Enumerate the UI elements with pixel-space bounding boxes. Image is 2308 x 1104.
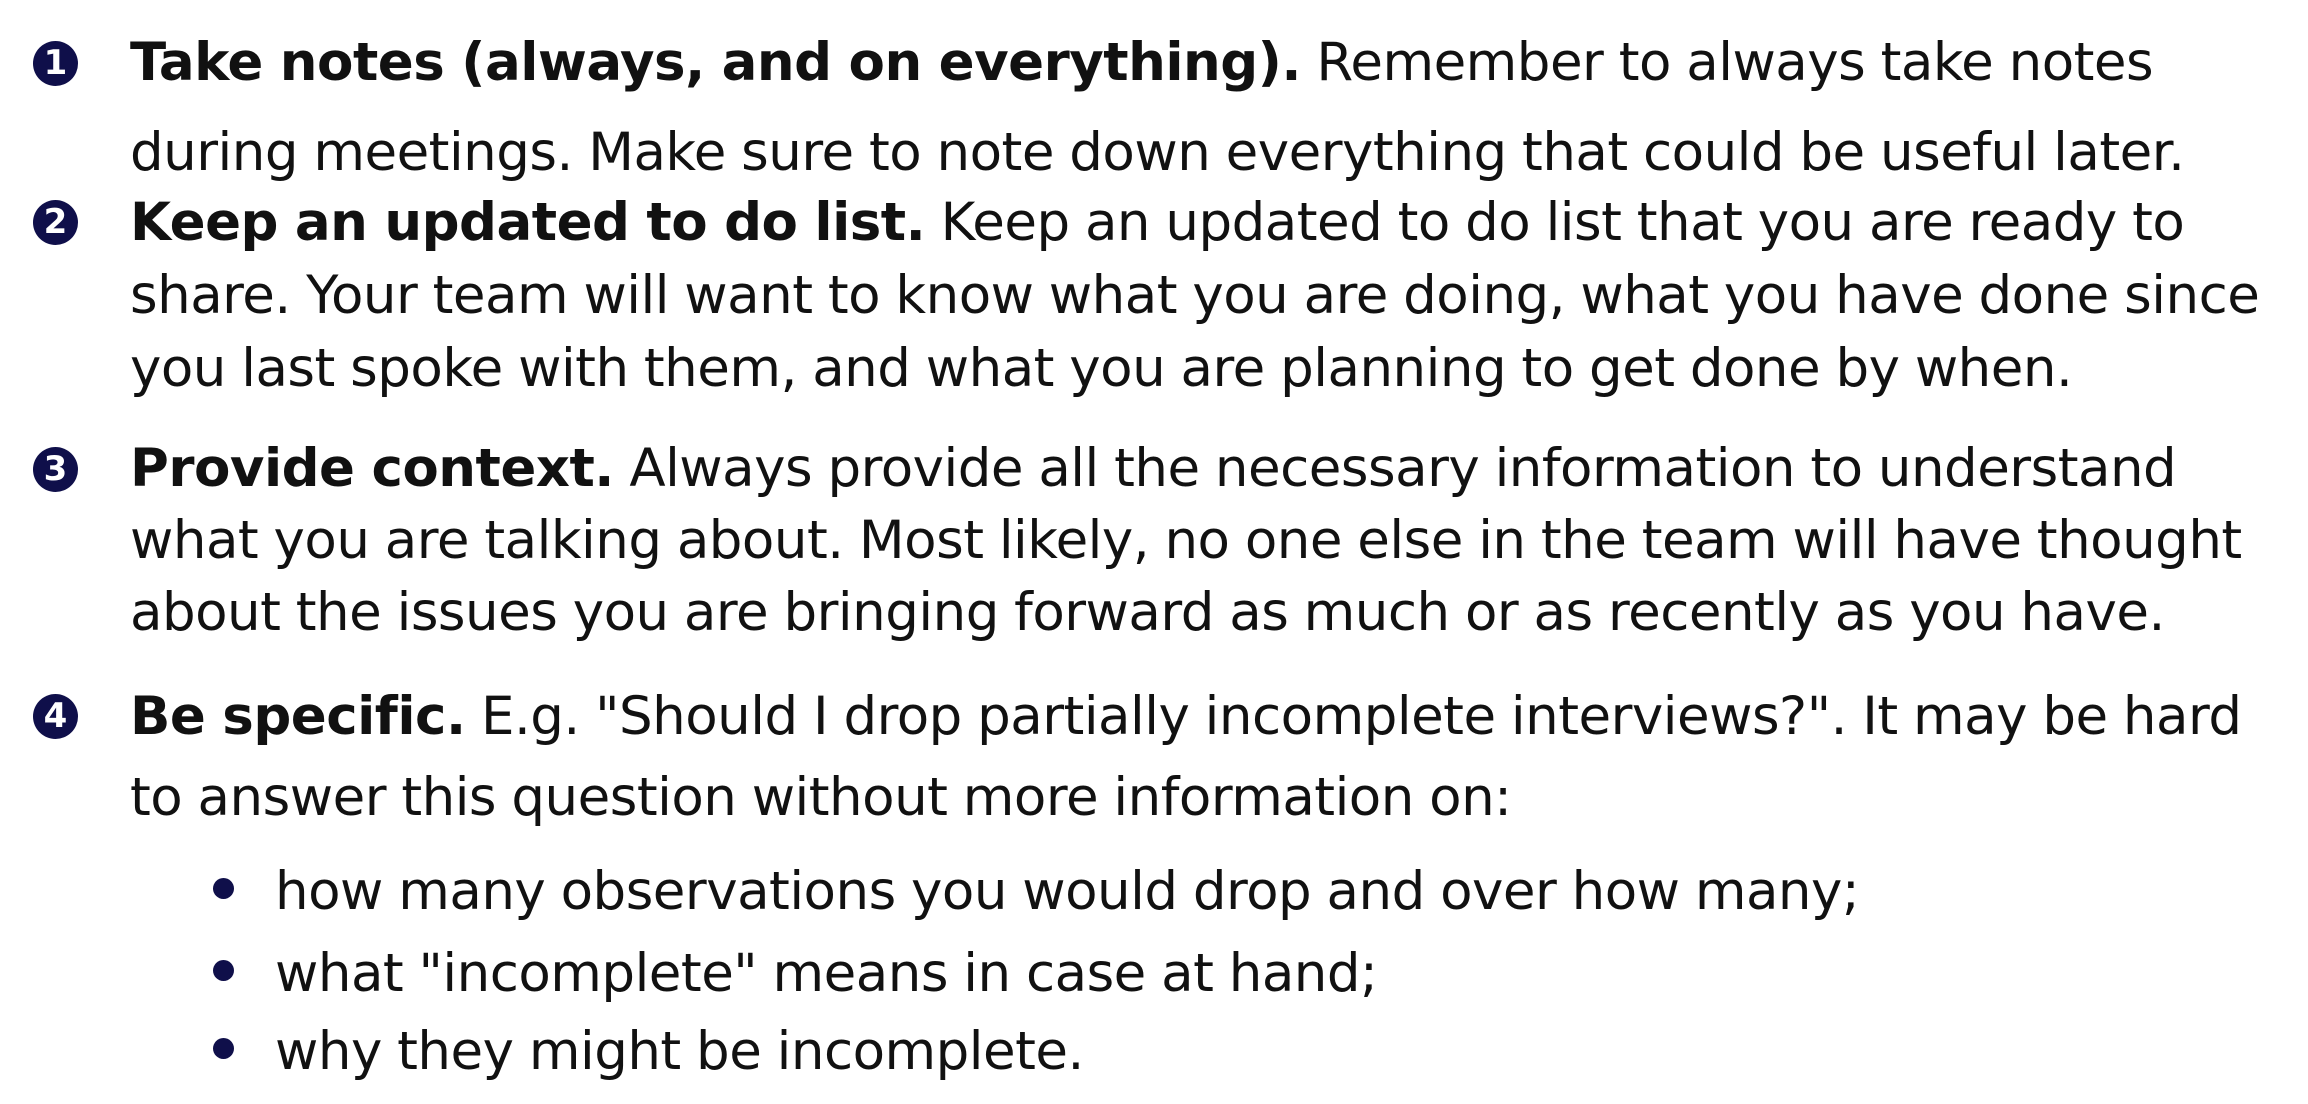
sub-item-text: what "incomplete" means in case at hand; — [275, 943, 1378, 1004]
list-item-provide-context: 3 Provide context. Always provide all th… — [33, 433, 2280, 649]
bullet-icon — [213, 1038, 234, 1059]
list-item-todo-list: 2 Keep an updated to do list. Keep an up… — [33, 186, 2280, 405]
item-title: Be specific. — [130, 686, 466, 747]
item-body: E.g. "Should I drop partially incomplete… — [130, 686, 2242, 828]
list-item-be-specific: 4 Be specific. E.g. "Should I drop parti… — [33, 676, 2280, 838]
item-title: Keep an updated to do list. — [130, 192, 926, 253]
sub-item-text: why they might be incomplete. — [275, 1021, 1084, 1082]
item-title: Provide context. — [130, 438, 614, 499]
sub-list-item: how many observations you would drop and… — [213, 856, 2225, 928]
bullet-icon — [213, 878, 234, 899]
list-item-take-notes: 1 Take notes (always, and on everything)… — [33, 18, 2280, 198]
item-body: Always provide all the necessary informa… — [130, 438, 2242, 643]
number-badge-icon: 1 — [33, 41, 78, 86]
item-body: Keep an updated to do list that you are … — [130, 192, 2260, 399]
number-badge-icon: 4 — [33, 694, 78, 739]
item-body: Remember to always take notes during mee… — [130, 32, 2185, 183]
sub-list-item: why they might be incomplete. — [213, 1016, 2225, 1088]
sub-list-item: what "incomplete" means in case at hand; — [213, 938, 2225, 1010]
bullet-icon — [213, 960, 234, 981]
number-badge-icon: 3 — [33, 447, 78, 492]
number-badge-icon: 2 — [33, 200, 78, 245]
sub-item-text: how many observations you would drop and… — [275, 861, 1860, 922]
item-title: Take notes (always, and on everything). — [130, 32, 1302, 93]
